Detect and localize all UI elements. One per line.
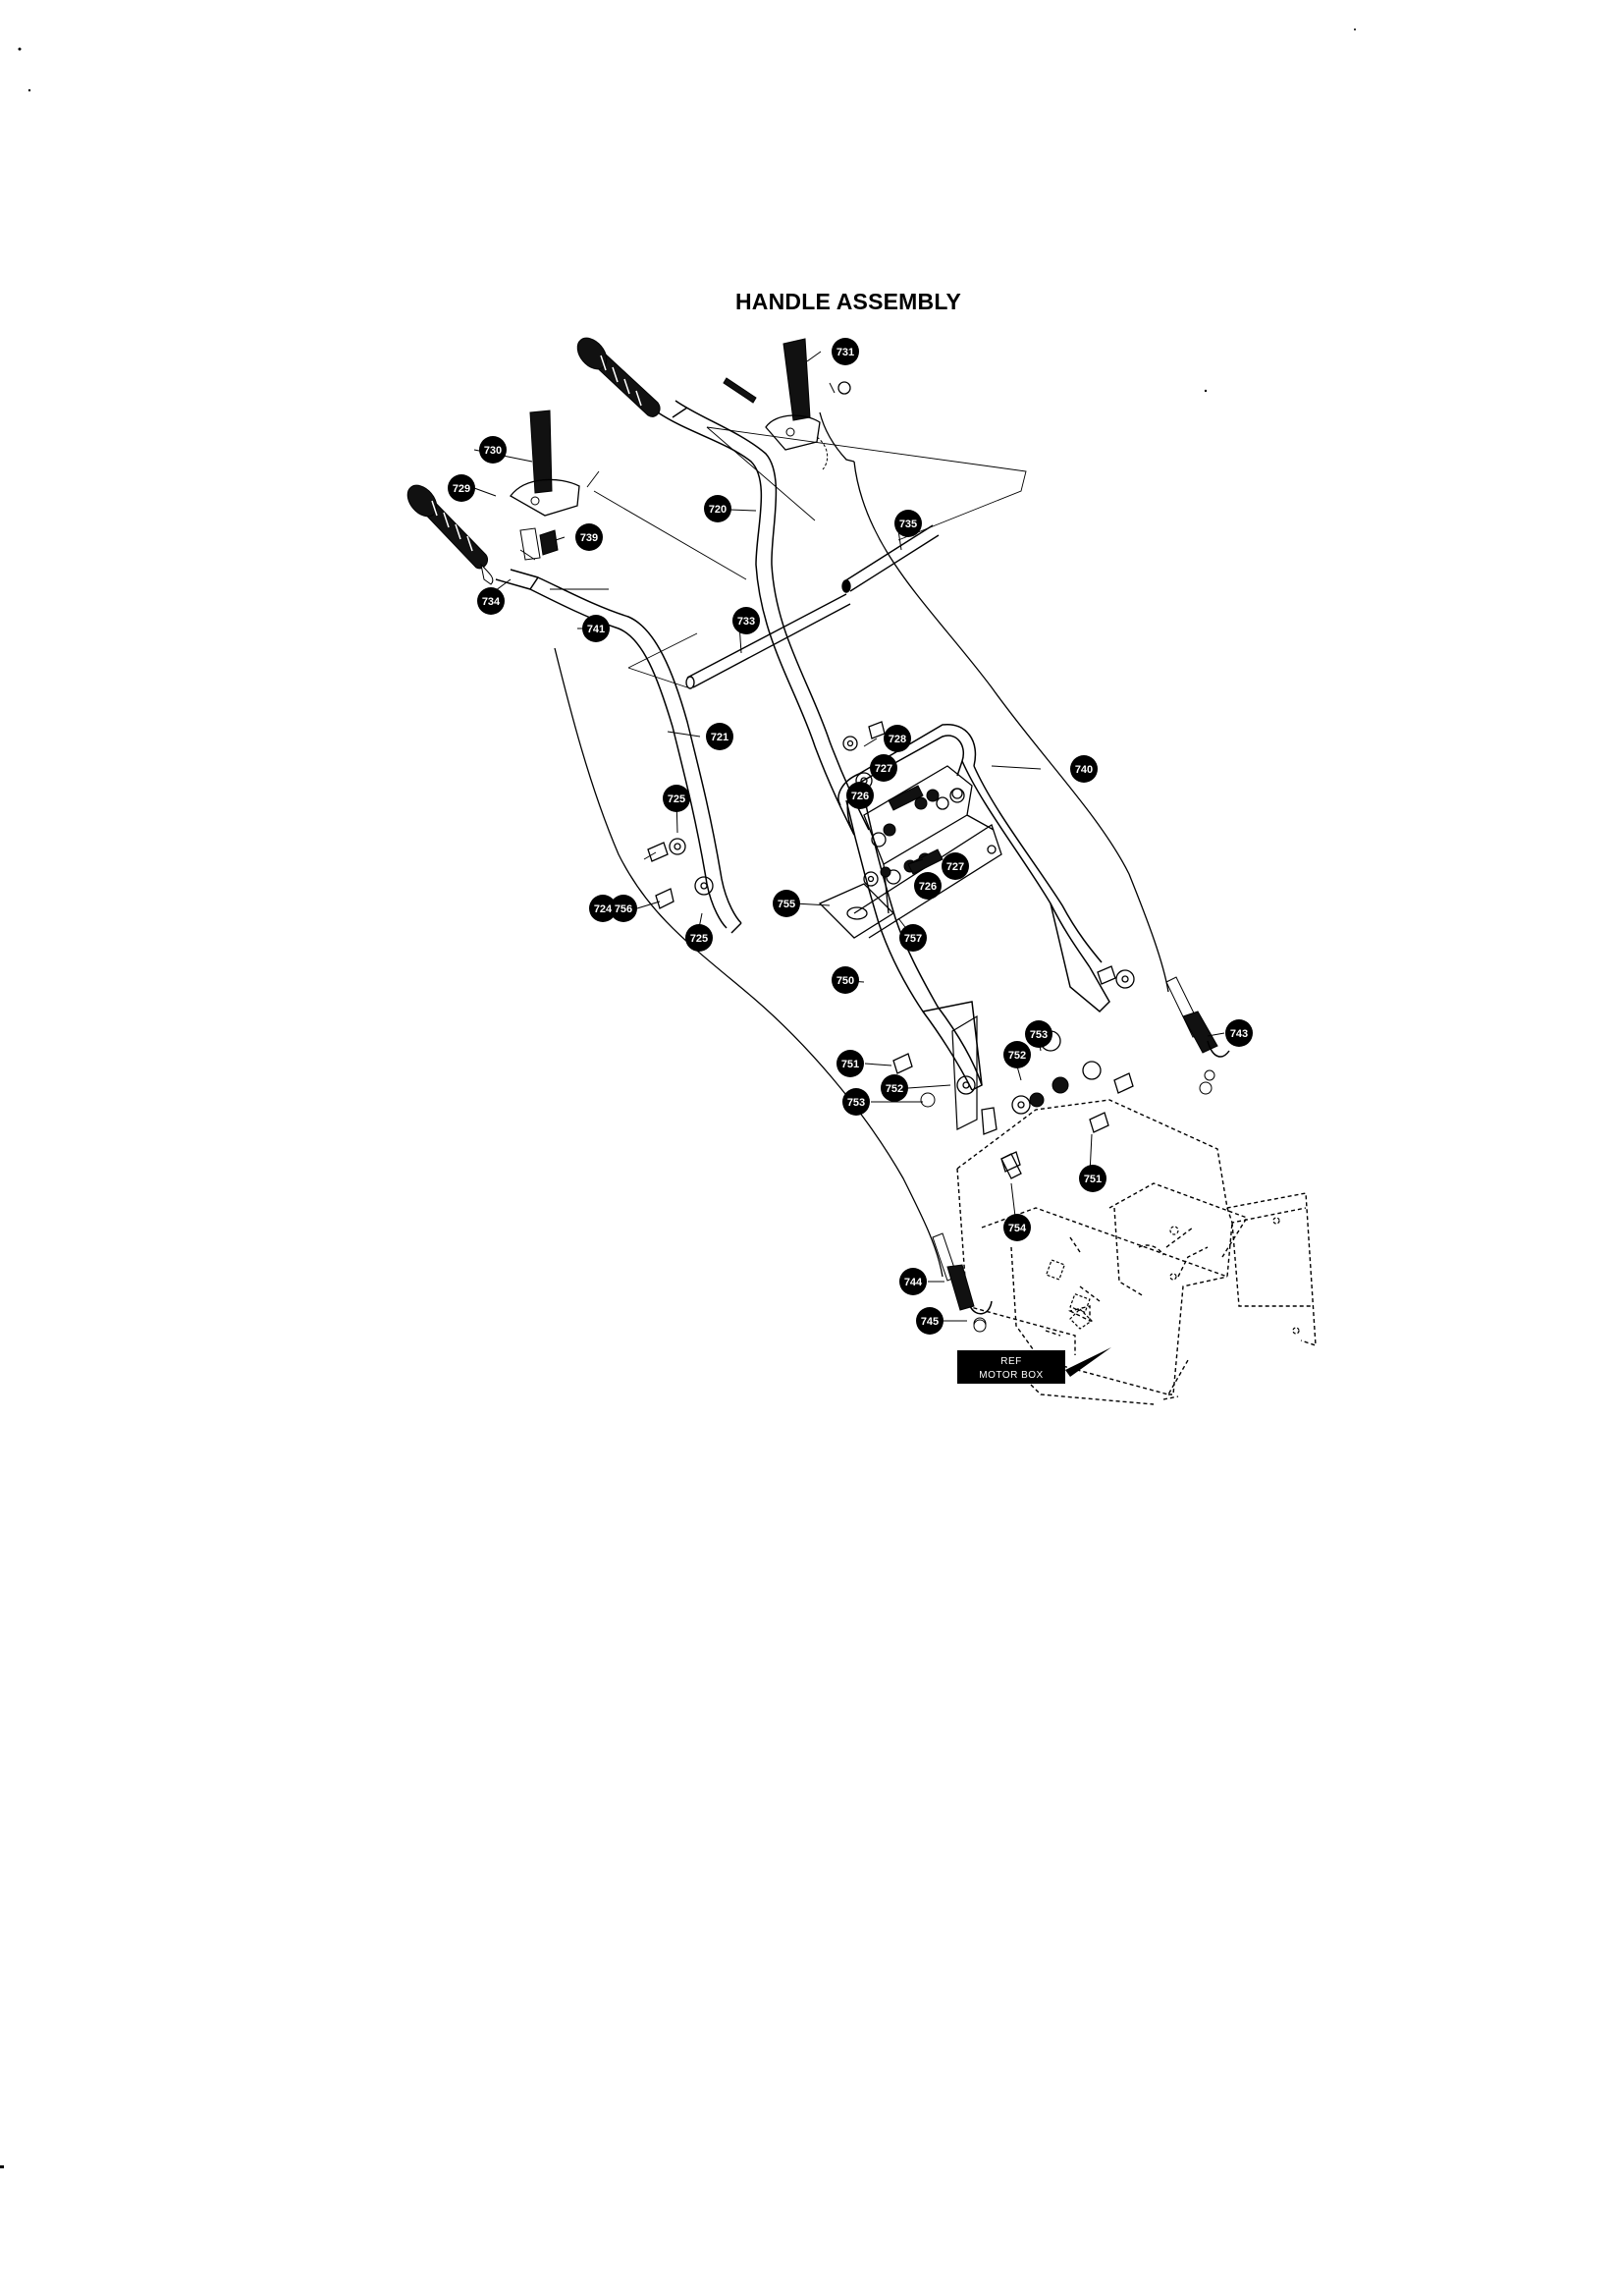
cable-end-743 (1165, 976, 1230, 1081)
construction-lines (519, 426, 1027, 688)
spring-pin-top (723, 377, 757, 404)
callout-727-upper: 727 (875, 763, 892, 775)
callout-733: 733 (737, 616, 755, 628)
callout-720: 720 (709, 504, 727, 516)
callout-751-right: 751 (1084, 1174, 1102, 1185)
callout-744: 744 (904, 1277, 923, 1288)
callout-734: 734 (482, 596, 501, 608)
callout-739: 739 (580, 532, 598, 544)
lever-730 (510, 410, 580, 517)
callout-753-right: 753 (1030, 1029, 1048, 1041)
callout-729: 729 (453, 483, 470, 495)
left-handle-721 (495, 569, 742, 934)
rod-733 (685, 593, 851, 689)
callout-753-left: 753 (847, 1097, 865, 1109)
callout-756: 756 (615, 903, 632, 915)
callout-728: 728 (889, 734, 906, 745)
callout-745: 745 (921, 1316, 939, 1328)
callout-725-lower: 725 (690, 933, 708, 945)
hardware-washers (669, 736, 1135, 1115)
hardware-nuts (880, 789, 1213, 1333)
callout-727-lower: 727 (946, 861, 964, 873)
leader-lines (473, 351, 1225, 1322)
callout-726-lower: 726 (919, 881, 937, 893)
right-grip (576, 337, 661, 417)
left-grip (406, 484, 494, 585)
cable-740 (819, 411, 1169, 993)
callout-731: 731 (836, 347, 854, 358)
pin-left-739 (519, 527, 559, 561)
springs-727 (888, 785, 944, 875)
callout-754: 754 (1008, 1223, 1027, 1234)
callout-752-left: 752 (886, 1083, 903, 1095)
callout-726-upper: 726 (851, 791, 869, 802)
lower-handle-750 (837, 724, 1110, 1091)
callout-730: 730 (484, 445, 502, 457)
lever-731 (765, 338, 851, 470)
callout-743: 743 (1230, 1028, 1248, 1040)
callout-735: 735 (899, 519, 917, 530)
callout-bubbles (448, 338, 1253, 1335)
callout-labels: 731 730 729 739 720 735 734 741 733 721 … (453, 347, 1248, 1328)
bracket-plate-753 (951, 1014, 978, 1130)
upper-handle-720 (657, 400, 870, 836)
callout-725-upper: 725 (668, 793, 685, 805)
ref-label-line1: REF (1000, 1356, 1022, 1367)
diagram-title: HANDLE ASSEMBLY (734, 289, 962, 314)
callout-751-left: 751 (841, 1059, 859, 1070)
callout-741: 741 (587, 624, 605, 635)
callout-724: 724 (594, 903, 613, 915)
callout-750: 750 (836, 975, 854, 987)
scan-specks (0, 28, 1356, 2168)
cable-left (554, 647, 944, 1278)
ref-motor-box-tag: REF MOTOR BOX (957, 1347, 1111, 1384)
callout-740: 740 (1075, 764, 1093, 776)
callout-752-right: 752 (1008, 1050, 1026, 1062)
clip-754 (981, 1107, 1022, 1179)
bracket-755 (818, 883, 895, 939)
hardware-bolts (647, 721, 1134, 1173)
callout-721: 721 (711, 732, 728, 743)
ref-label-line2: MOTOR BOX (979, 1370, 1043, 1381)
callout-755: 755 (778, 899, 795, 910)
callout-757: 757 (904, 933, 922, 945)
motor-box-holes (1045, 1217, 1300, 1335)
